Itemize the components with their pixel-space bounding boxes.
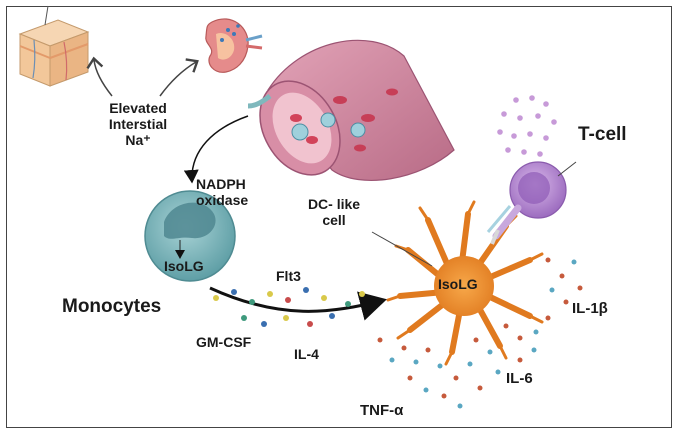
il6-label: IL-6 <box>506 370 533 387</box>
il4-label: IL-4 <box>294 346 319 362</box>
arrow-to-skin <box>86 56 113 97</box>
kidney-icon <box>205 18 263 73</box>
tcell-cytokine-dots <box>497 95 557 157</box>
dc-cytokine-dots <box>377 257 583 409</box>
arrow-monocyte-to-dc <box>209 286 387 321</box>
growth-factor-dots <box>213 287 365 327</box>
dc-like-cell-label: DC- like cell <box>294 196 374 228</box>
elevated-line1: Elevated <box>109 100 167 116</box>
t-cell-icon <box>486 161 577 245</box>
dc-label-leader <box>371 231 433 267</box>
tcell-label: T-cell <box>578 124 627 145</box>
arrow-to-kidney <box>159 58 199 97</box>
nadph-line2: oxidase <box>196 192 249 209</box>
gmcsf-label: GM-CSF <box>196 334 252 350</box>
isolg-monocyte-label: IsoLG <box>164 258 204 274</box>
monocyte-cell-icon <box>144 190 236 282</box>
dc-line1: DC- like <box>307 196 361 212</box>
skin-tissue-icon <box>18 5 90 87</box>
tnfa-label: TNF-α <box>360 402 404 419</box>
elevated-line2: Interstial <box>108 116 168 133</box>
monocytes-label: Monocytes <box>62 296 162 317</box>
dendritic-cell-icon <box>386 200 544 366</box>
elevated-line3: Na⁺ <box>125 132 151 149</box>
il1b-label: IL-1β <box>572 300 608 317</box>
elevated-na-label: Elevated Interstial Na⁺ <box>96 100 180 148</box>
nadph-oxidase-label: NADPH oxidase <box>196 176 248 208</box>
arrow-vessel-to-monocyte <box>183 115 249 184</box>
blood-vessel-icon <box>247 39 455 181</box>
dc-line2: cell <box>322 212 346 229</box>
isolg-dc-label: IsoLG <box>438 276 478 292</box>
flt3-label: Flt3 <box>276 268 301 284</box>
nadph-line1: NADPH <box>196 176 246 192</box>
